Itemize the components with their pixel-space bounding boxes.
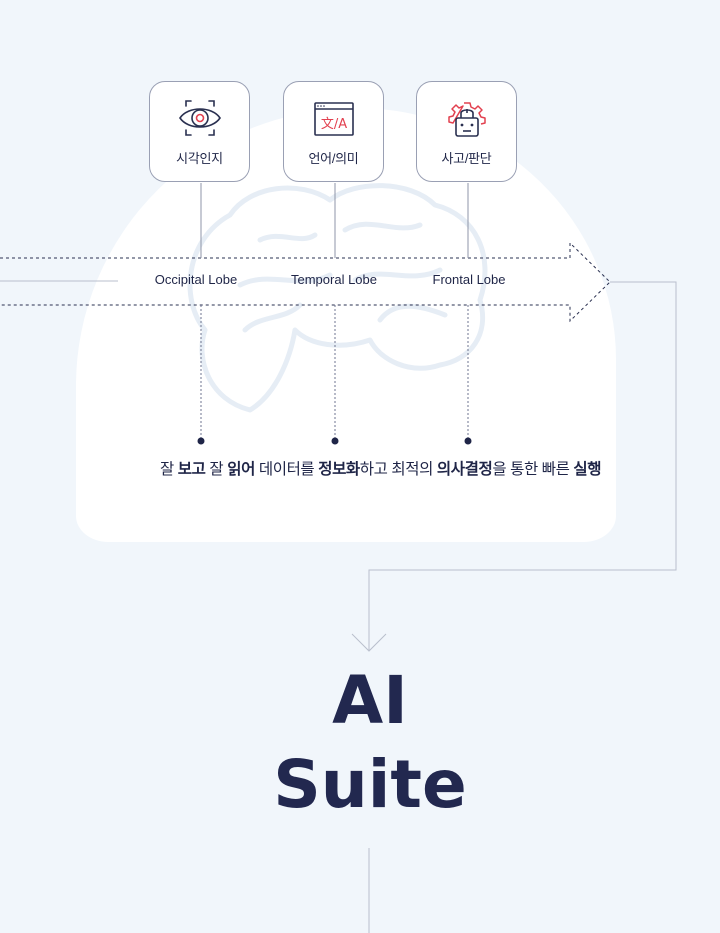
module-label: 시각인지 (176, 151, 223, 166)
module-card-reasoning: 사고/판단 (416, 81, 517, 182)
tagline-keyword: 실행 (573, 461, 602, 478)
endpoint-dot (197, 437, 205, 445)
svg-text:文/A: 文/A (320, 117, 346, 132)
module-card-language: 文/A 언어/의미 (283, 81, 384, 182)
tagline-part: 하고 최적의 (359, 461, 437, 478)
eye-scan-icon (178, 100, 222, 140)
tagline: 잘 보고 잘 읽어 데이터를 정보화하고 최적의 의사결정을 통한 빠른 실행 (160, 457, 602, 479)
title-line-1: AI (332, 662, 408, 739)
lobe-label-occipital: Occipital Lobe (154, 272, 238, 287)
lobe-label-frontal: Frontal Lobe (432, 272, 506, 287)
tagline-part: 잘 (160, 461, 178, 478)
module-card-visual: 시각인지 (149, 81, 250, 182)
title-line-2: Suite (273, 746, 467, 823)
tagline-part: 데이터를 (254, 461, 319, 478)
endpoint-dot (464, 437, 472, 445)
tagline-part: 잘 (205, 461, 228, 478)
translate-window-icon: 文/A (312, 100, 356, 140)
endpoint-dot (331, 437, 339, 445)
module-label: 언어/의미 (308, 151, 359, 166)
module-label: 사고/판단 (441, 151, 492, 166)
robot-gear-icon (445, 100, 489, 140)
lobe-label-temporal: Temporal Lobe (291, 272, 377, 287)
tagline-keyword: 정보화 (318, 461, 360, 478)
tagline-keyword: 의사결정 (436, 461, 493, 478)
tagline-keyword: 읽어 (227, 461, 255, 478)
brain-watermark-icon (187, 183, 488, 413)
tagline-part: 을 통한 빠른 (492, 461, 574, 478)
tagline-keyword: 보고 (177, 461, 206, 478)
process-arrow (0, 241, 611, 323)
